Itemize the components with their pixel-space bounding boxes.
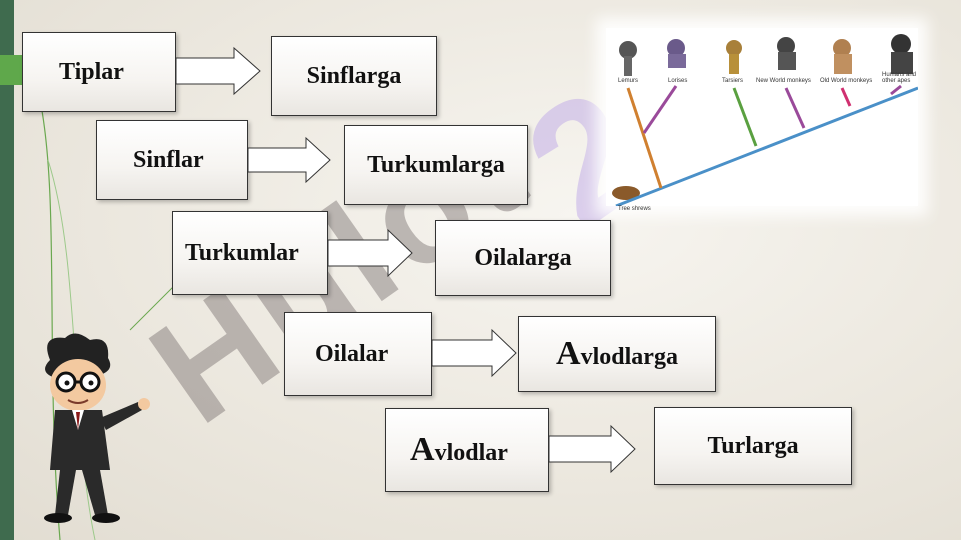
source-label-cap: A: [410, 431, 435, 468]
target-box-avlodlarga: Avlodlarga: [518, 316, 716, 392]
left-accent-tab: [0, 55, 22, 85]
target-box-turkumlarga: Turkumlarga: [344, 125, 528, 205]
photo-label-tarsiers: Tarsiers: [722, 78, 744, 84]
source-box-sinflar: Sinflar: [96, 120, 248, 200]
source-box-tiplar: Tiplar: [22, 32, 176, 112]
source-box-avlodlar: Avlodlar: [385, 408, 549, 492]
photo-label-tree-shrews: Tree shrews: [618, 206, 651, 212]
target-box-sinflarga: Sinflarga: [271, 36, 437, 116]
arrow-right-icon: [176, 46, 261, 96]
photo-label-lemurs: Lemurs: [618, 78, 639, 84]
primate-tree-diagram: [612, 34, 919, 208]
target-label: Turkumlarga: [367, 151, 505, 178]
target-label: Sinflarga: [306, 62, 402, 89]
source-box-oilalar: Oilalar: [284, 312, 432, 396]
target-label: Turlarga: [707, 432, 799, 459]
arrow-right-icon: [248, 136, 331, 184]
source-label: Tiplar: [59, 58, 124, 85]
target-label-rest: vlodlarga: [580, 344, 678, 370]
target-label: Avlodlarga: [556, 335, 678, 373]
target-box-turlarga: Turlarga: [654, 407, 852, 485]
photo-label-humans: Humans and other apes: [882, 72, 917, 84]
source-label: Turkumlar: [185, 239, 299, 266]
arrow-right-icon: [328, 228, 413, 278]
arrow-right-icon: [432, 328, 517, 378]
source-box-turkumlar: Turkumlar: [172, 211, 328, 295]
photo-label-lorises: Lorises: [668, 78, 688, 84]
primate-tree-image: Lemurs Lorises Tarsiers New World monkey…: [606, 28, 919, 212]
target-label-cap: A: [556, 335, 581, 372]
source-label: Avlodlar: [410, 431, 508, 469]
photo-label-new-world: New World monkeys: [756, 78, 811, 84]
target-label: Oilalarga: [474, 244, 572, 271]
left-accent-bar: [0, 0, 14, 540]
target-box-oilalarga: Oilalarga: [435, 220, 611, 296]
source-label-rest: vlodlar: [434, 440, 508, 466]
source-label: Oilalar: [315, 340, 389, 367]
professor-cartoon: [44, 333, 150, 523]
photo-label-old-world: Old World monkeys: [820, 78, 873, 84]
arrow-right-icon: [549, 424, 636, 474]
source-label: Sinflar: [133, 146, 204, 173]
